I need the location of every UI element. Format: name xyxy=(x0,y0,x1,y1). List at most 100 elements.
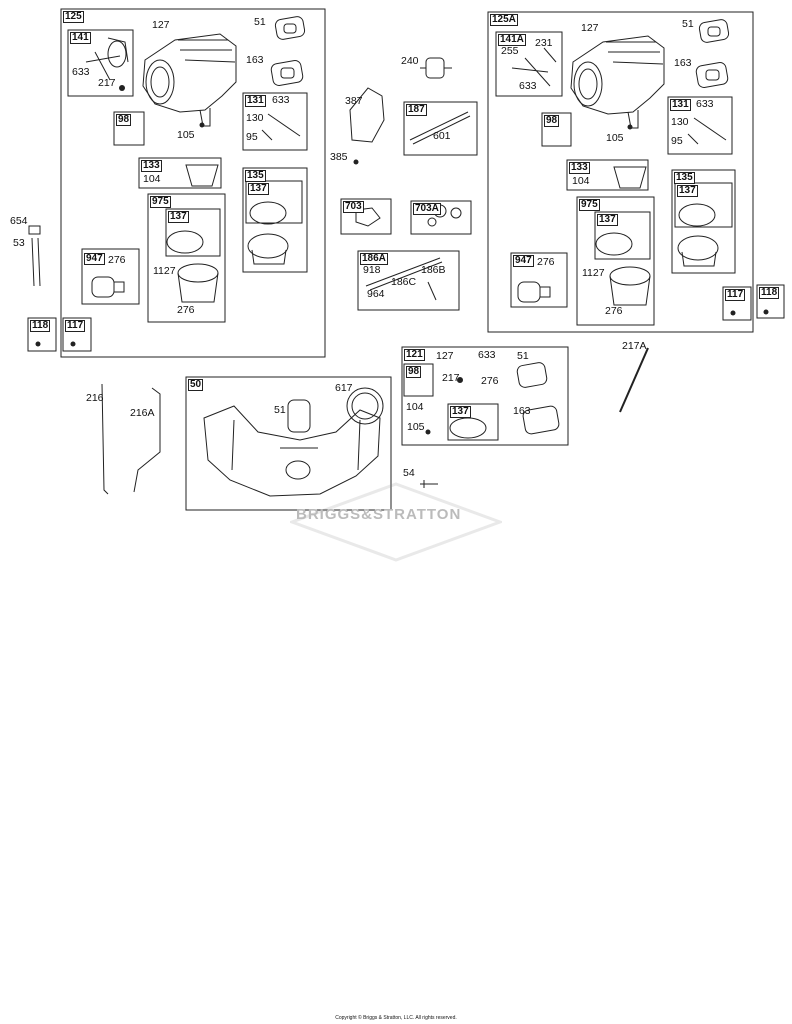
part-label-186B: 186B xyxy=(421,264,446,276)
part-label-104-121: 104 xyxy=(406,401,424,413)
box-947 xyxy=(81,248,140,305)
part-label-654: 654 xyxy=(10,215,28,227)
box-947b xyxy=(510,252,568,308)
watermark-text: BRIGGS&STRATTON xyxy=(296,506,462,523)
carburetor-right xyxy=(570,35,665,129)
assembly-tag-98c: 98 xyxy=(406,366,422,378)
part-label-163-right: 163 xyxy=(674,57,692,69)
assembly-tag-117b: 117 xyxy=(725,289,746,301)
part-label-385: 385 xyxy=(330,151,348,163)
part-label-127-121: 127 xyxy=(436,350,454,362)
part-label-51-manifold: 51 xyxy=(274,404,286,416)
part-label-53: 53 xyxy=(13,237,25,249)
brand-watermark-logo xyxy=(290,482,502,562)
assembly-tag-133: 133 xyxy=(141,160,162,172)
box-117 xyxy=(62,317,92,352)
screw-217 xyxy=(119,85,125,91)
part-label-216A: 216A xyxy=(130,407,155,419)
part-label-217A: 217A xyxy=(622,340,647,352)
assembly-tag-133b: 133 xyxy=(569,162,590,174)
part-label-217-121: 217 xyxy=(442,372,460,384)
part-label-51: 51 xyxy=(254,16,266,28)
part-label-127: 127 xyxy=(152,19,170,31)
box-703 xyxy=(340,198,392,235)
box-137-e xyxy=(447,403,499,441)
part-label-633b-right: 633 xyxy=(696,98,714,110)
box-975 xyxy=(147,193,226,323)
part-label-231: 231 xyxy=(535,37,553,49)
assembly-tag-135: 135 xyxy=(245,170,266,182)
box-141 xyxy=(67,29,134,97)
assembly-tag-131b: 131 xyxy=(670,99,691,111)
part-label-51-right: 51 xyxy=(682,18,694,30)
box-131b xyxy=(667,96,733,155)
box-131 xyxy=(242,92,308,151)
part-label-255: 255 xyxy=(501,45,519,57)
part-label-163-121: 163 xyxy=(513,405,531,417)
assembly-tag-125A: 125A xyxy=(490,14,518,26)
assembly-tag-975b: 975 xyxy=(579,199,600,211)
part-label-276b-right: 276 xyxy=(605,305,623,317)
part-label-127-right: 127 xyxy=(581,22,599,34)
assembly-tag-117: 117 xyxy=(65,320,86,332)
assembly-tag-121: 121 xyxy=(404,349,425,361)
part-label-918: 918 xyxy=(363,264,381,276)
assembly-tag-125: 125 xyxy=(63,11,84,23)
part-label-105-121: 105 xyxy=(407,421,425,433)
part-label-51-121: 51 xyxy=(517,350,529,362)
part-label-964: 964 xyxy=(367,288,385,300)
part-label-95: 95 xyxy=(246,131,258,143)
box-125 xyxy=(60,8,326,358)
assembly-tag-975: 975 xyxy=(150,196,171,208)
assembly-tag-98: 98 xyxy=(116,114,132,126)
assembly-tag-141: 141 xyxy=(70,32,91,44)
part-label-633-right: 633 xyxy=(519,80,537,92)
assembly-tag-186A: 186A xyxy=(360,253,388,265)
part-label-633: 633 xyxy=(72,66,90,78)
assembly-tag-141A: 141A xyxy=(498,34,526,46)
part-label-1127-right: 1127 xyxy=(582,267,605,279)
part-label-276-121: 276 xyxy=(481,375,499,387)
part-label-105-right: 105 xyxy=(606,132,624,144)
box-703A xyxy=(410,200,472,235)
part-label-633-121: 633 xyxy=(478,349,496,361)
assembly-tag-187: 187 xyxy=(406,104,427,116)
assembly-tag-50: 50 xyxy=(188,379,204,391)
box-98c xyxy=(403,363,434,397)
part-label-54: 54 xyxy=(403,467,415,479)
assembly-tag-137-b: 137 xyxy=(168,211,189,223)
part-label-95-right: 95 xyxy=(671,135,683,147)
part-label-130: 130 xyxy=(246,112,264,124)
assembly-tag-118: 118 xyxy=(30,320,51,332)
box-141A xyxy=(495,31,563,97)
part-label-104-right: 104 xyxy=(572,175,590,187)
assembly-tag-703: 703 xyxy=(343,201,364,213)
box-50 xyxy=(185,376,392,511)
assembly-tag-137-c: 137 xyxy=(677,185,698,197)
box-98 xyxy=(113,111,145,146)
box-187 xyxy=(403,101,478,156)
part-label-276-right: 276 xyxy=(537,256,555,268)
assembly-tag-137-d: 137 xyxy=(597,214,618,226)
carburetor-left xyxy=(142,33,237,127)
part-label-1127: 1127 xyxy=(153,265,176,277)
part-label-601: 601 xyxy=(433,130,451,142)
box-137-b xyxy=(165,208,221,257)
box-137-d xyxy=(594,211,651,260)
part-label-216: 216 xyxy=(86,392,104,404)
box-118b xyxy=(756,284,785,319)
assembly-tag-137-a: 137 xyxy=(248,183,269,195)
part-label-104: 104 xyxy=(143,173,161,185)
assembly-tag-137-e: 137 xyxy=(450,406,471,418)
box-135 xyxy=(242,167,308,273)
box-117b xyxy=(722,286,752,321)
part-label-105: 105 xyxy=(177,129,195,141)
box-98b xyxy=(541,112,572,147)
intake-manifold xyxy=(203,405,381,497)
part-label-276: 276 xyxy=(108,254,126,266)
part-label-130-right: 130 xyxy=(671,116,689,128)
box-137-c xyxy=(674,182,733,228)
assembly-tag-947b: 947 xyxy=(513,255,534,267)
assembly-tag-703A: 703A xyxy=(413,203,441,215)
